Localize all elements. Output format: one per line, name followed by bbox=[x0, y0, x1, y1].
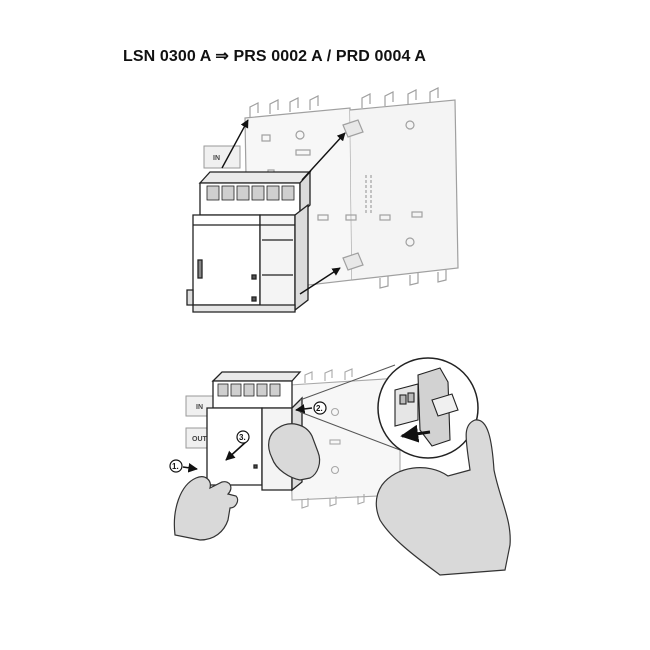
svg-text:IN: IN bbox=[213, 155, 220, 162]
in-terminal-top: IN bbox=[203, 145, 241, 169]
detail-zoom-callout bbox=[299, 357, 479, 459]
svg-text:IN: IN bbox=[196, 404, 203, 411]
svg-text:2.: 2. bbox=[316, 404, 323, 413]
svg-text:OUT: OUT bbox=[192, 436, 208, 443]
svg-text:3.: 3. bbox=[239, 433, 246, 442]
diagram-title: LSN 0300 A ⇒ PRS 0002 A / PRD 0004 A bbox=[123, 48, 427, 65]
top-illustration: IN bbox=[186, 87, 459, 313]
bottom-illustration: IN OUT 1. 2. bbox=[169, 357, 511, 576]
svg-text:1.: 1. bbox=[172, 462, 179, 471]
step-markers: 1. 2. 3. bbox=[169, 401, 327, 473]
mounting-arrows bbox=[221, 119, 346, 295]
relay-device-top bbox=[186, 170, 312, 313]
hands bbox=[173, 419, 511, 576]
